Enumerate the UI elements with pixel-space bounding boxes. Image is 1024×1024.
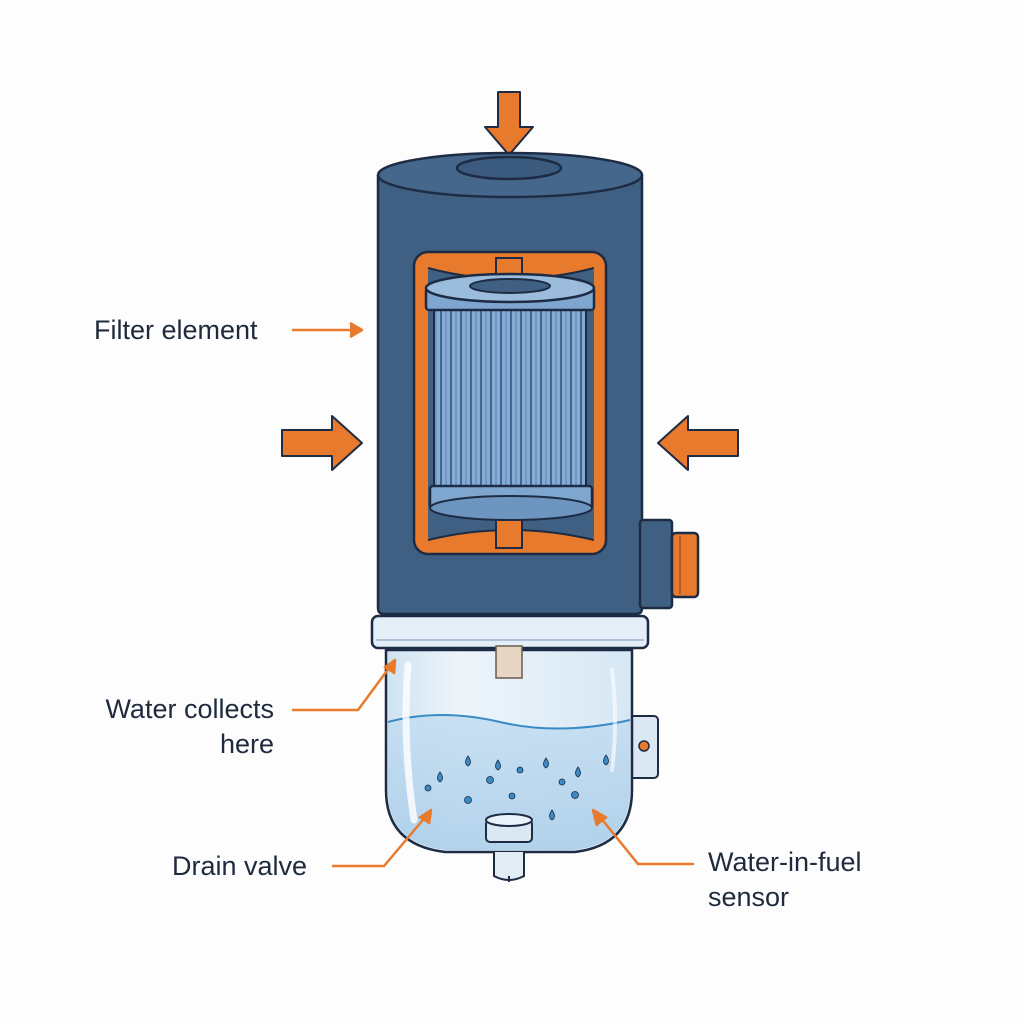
drain-valve — [485, 813, 533, 882]
outlet-port — [638, 518, 700, 610]
filter-element — [424, 272, 596, 521]
label-water-collects-line-2: here — [219, 729, 274, 759]
label-filter-element: Filter element — [94, 313, 258, 348]
top-inlet-arrow — [484, 91, 534, 156]
right-inlet-arrow — [657, 415, 739, 471]
filter-element-leader — [292, 321, 364, 339]
label-filter-element-text: Filter element — [94, 315, 258, 345]
water-bowl — [384, 645, 634, 854]
water-collects-leader — [292, 658, 397, 712]
label-water-collects: Water collects here — [60, 692, 274, 762]
label-sensor-line-2: sensor — [708, 882, 790, 912]
water-droplets — [424, 754, 609, 821]
drain-valve-leader — [332, 808, 433, 868]
label-drain-valve-text: Drain valve — [172, 851, 308, 881]
left-inlet-arrow — [281, 415, 363, 471]
label-sensor-line-1: Water-in-fuel — [708, 847, 862, 877]
label-drain-valve: Drain valve — [172, 849, 307, 884]
bowl-collar — [370, 614, 650, 650]
label-water-in-fuel-sensor: Water-in-fuel sensor — [708, 845, 862, 915]
label-water-collects-line-1: Water collects — [105, 694, 274, 724]
sensor-leader — [591, 808, 694, 866]
